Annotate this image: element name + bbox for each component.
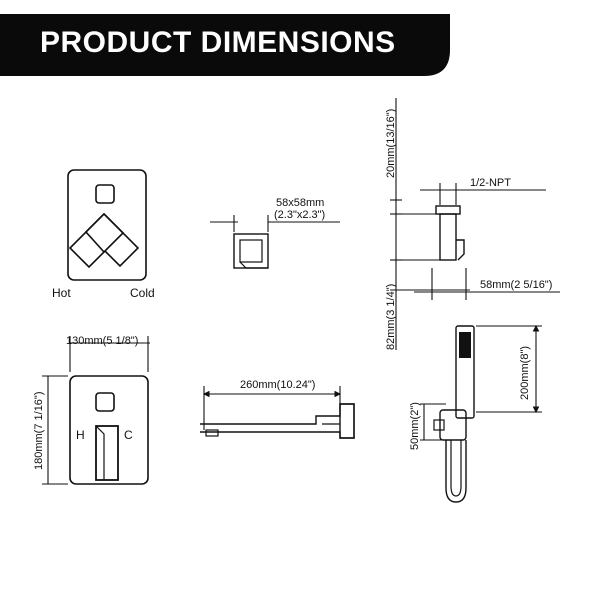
hand-shower-body <box>455 325 475 419</box>
hand-shower-figure <box>420 324 542 503</box>
title-banner-shape <box>0 14 450 76</box>
trim-width-label: 130mm(5 1/8") <box>66 335 138 347</box>
side-height-label: 82mm(3 1/4") <box>385 284 397 350</box>
trim-plate-figure <box>42 336 150 485</box>
valve-handle-plate <box>67 169 147 281</box>
trim-lever-bevel <box>95 425 105 480</box>
side-profile-figure <box>390 98 560 350</box>
hand-shower-head <box>459 332 471 358</box>
spout-flange <box>339 403 355 439</box>
valve-diverter-button-icon <box>95 184 115 204</box>
diverter-button-inner <box>239 239 263 263</box>
spout-length-label: 260mm(10.24") <box>240 379 315 391</box>
spout-body <box>200 403 355 439</box>
trim-cold-letter: C <box>124 428 133 442</box>
valve-body <box>439 213 457 261</box>
diverter-button-figure <box>210 215 340 269</box>
lever-hub-icon <box>84 212 125 254</box>
hose-loop-outer <box>445 440 467 503</box>
trim-lever-icon <box>95 425 119 481</box>
trim-plate <box>69 375 149 485</box>
hose-loop-inner <box>450 440 462 497</box>
diverter-size-in-label: (2.3"x2.3") <box>274 209 325 221</box>
hot-label: Hot <box>52 286 71 300</box>
trim-height-label: 180mm(7 1/16") <box>33 392 45 471</box>
cold-label: Cold <box>130 286 155 300</box>
bracket-mount <box>433 419 445 431</box>
diverter-button-bevel <box>239 261 268 269</box>
title-banner: PRODUCT DIMENSIONS <box>0 14 450 76</box>
page-title: PRODUCT DIMENSIONS <box>40 26 396 59</box>
shower-bracket <box>439 409 467 441</box>
title-banner-fill <box>0 14 450 76</box>
side-width-label: 58mm(2 5/16") <box>480 279 552 291</box>
valve-outlet <box>456 239 465 261</box>
depth-label: 20mm(13/16") <box>385 109 397 178</box>
shower-length-label: 200mm(8") <box>519 346 531 400</box>
spout-figure <box>200 386 355 439</box>
valve-body-cap <box>435 205 461 215</box>
bracket-length-label: 50mm(2") <box>409 402 421 450</box>
trim-diverter-button-icon <box>95 392 115 412</box>
diverter-size-mm-label: 58x58mm <box>276 197 324 209</box>
diverter-button-outer <box>233 233 269 269</box>
spout-outlet <box>205 429 219 437</box>
thread-label: 1/2-NPT <box>470 177 511 189</box>
trim-hot-letter: H <box>76 428 85 442</box>
valve-handle-figure <box>67 169 147 281</box>
